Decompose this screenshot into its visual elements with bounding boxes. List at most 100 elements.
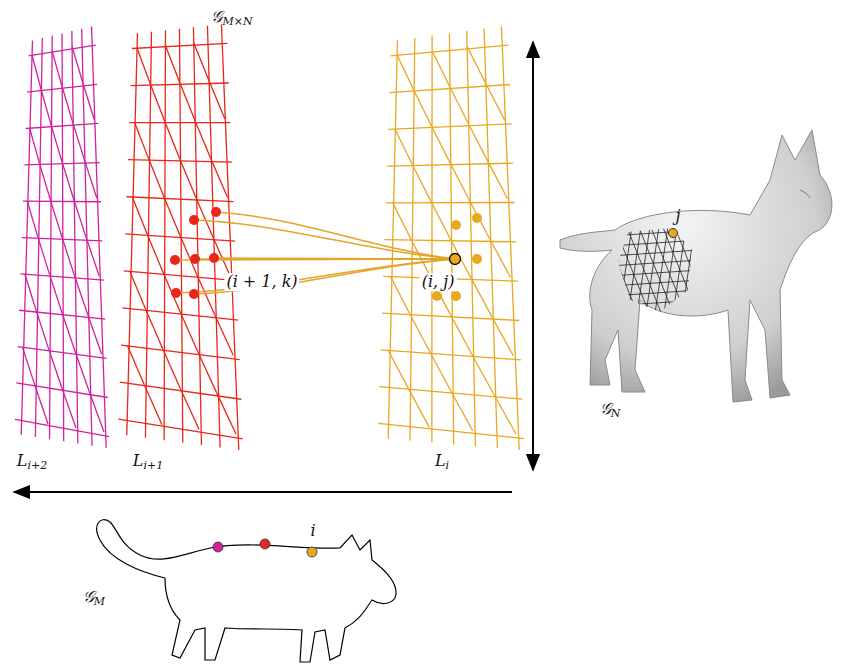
grid-line	[217, 393, 236, 434]
grid-line	[472, 354, 494, 394]
grid-line	[83, 83, 95, 120]
mesh-line	[610, 240, 700, 246]
grid-line	[132, 197, 147, 235]
horizontal-arrow	[14, 491, 512, 493]
mesh-line	[600, 220, 640, 320]
grid-line	[74, 199, 86, 237]
grid-line	[391, 45, 509, 56]
vertex-label: (i, j)	[420, 273, 457, 291]
vertex-label: j	[674, 207, 683, 225]
grid-line	[467, 46, 485, 83]
grid-line	[163, 349, 181, 389]
grid-line	[132, 43, 227, 48]
layer-grids	[15, 24, 524, 450]
grid-line	[491, 316, 513, 356]
grid-line	[489, 238, 510, 277]
graph-name: 𝒢N	[598, 400, 623, 420]
grid-line	[209, 80, 225, 118]
grid-line	[431, 201, 450, 238]
grid-line	[379, 387, 522, 400]
grid-line	[180, 389, 199, 430]
grid-line	[52, 51, 62, 87]
grid-vertex	[451, 291, 461, 301]
grid-line	[135, 122, 149, 159]
grid-vertex	[432, 291, 442, 301]
grid-line	[147, 235, 163, 273]
grid-line	[124, 271, 237, 281]
layer-grid	[378, 26, 524, 450]
grid-line	[120, 382, 242, 399]
connection-curve	[194, 259, 455, 294]
grid-line	[20, 274, 103, 280]
grid-line	[72, 46, 83, 82]
connection-curve	[195, 258, 455, 260]
connection-curve	[176, 259, 455, 293]
graph-name: 𝒢M	[81, 588, 107, 608]
layer-name: Li+2	[15, 452, 49, 472]
grid-line	[144, 385, 162, 425]
grid-line	[487, 161, 507, 199]
grid-vertex	[189, 289, 199, 299]
grid-line	[408, 388, 429, 427]
grid-line	[126, 197, 233, 202]
grid-line	[50, 275, 62, 313]
grid-line	[86, 237, 99, 276]
grid-line	[410, 314, 430, 352]
graph-name: 𝒢M×N	[209, 8, 254, 28]
grid-line	[129, 122, 230, 123]
grid-vertex	[189, 215, 199, 225]
grid-line	[89, 391, 104, 432]
grid-line	[196, 197, 213, 236]
grid-line	[388, 350, 408, 388]
grid-vertex	[211, 207, 221, 217]
grid-line	[381, 350, 521, 360]
grid-line	[432, 51, 450, 87]
grid-line	[197, 275, 215, 315]
grid-line	[40, 164, 51, 200]
grid-line	[163, 273, 180, 312]
layer-grid	[15, 26, 109, 447]
grid-line	[36, 311, 48, 349]
grid-line	[88, 314, 102, 354]
grid-line	[468, 123, 487, 160]
grid-line	[121, 345, 240, 360]
grid-line	[467, 31, 476, 446]
grid-line	[221, 24, 238, 450]
grid-line	[430, 352, 451, 391]
grid-line	[62, 388, 76, 428]
grid-line	[207, 26, 220, 448]
connection-curve	[214, 258, 455, 259]
grid-line	[164, 197, 180, 235]
vertex-dot	[213, 542, 223, 552]
grid-line	[485, 83, 504, 120]
mesh-line	[672, 220, 712, 320]
grid-line	[146, 310, 163, 349]
mesh-line	[612, 220, 652, 320]
layer-grid	[118, 24, 242, 450]
grid-line	[130, 271, 146, 309]
grid-line	[27, 201, 38, 237]
mesh-line	[681, 220, 696, 320]
grid-line	[137, 48, 150, 84]
grid-line	[62, 162, 74, 199]
grid-line	[164, 30, 165, 440]
grid-line	[193, 27, 201, 445]
grid-line	[414, 90, 432, 126]
mesh-line	[610, 310, 700, 316]
grid-vertex	[472, 213, 482, 223]
connection-curve	[194, 220, 455, 259]
grid-vertex	[472, 254, 482, 264]
mesh-line	[708, 220, 748, 320]
grid-line	[450, 163, 469, 200]
grid-line	[180, 82, 195, 120]
grid-line	[180, 312, 198, 352]
grid-line	[431, 36, 433, 443]
mesh-line	[610, 270, 700, 276]
grid-line	[470, 277, 491, 316]
grid-line	[118, 419, 242, 439]
mesh-line	[610, 230, 700, 236]
mesh-line	[618, 220, 633, 320]
mesh-line	[610, 260, 700, 266]
mesh-patch	[600, 220, 748, 320]
